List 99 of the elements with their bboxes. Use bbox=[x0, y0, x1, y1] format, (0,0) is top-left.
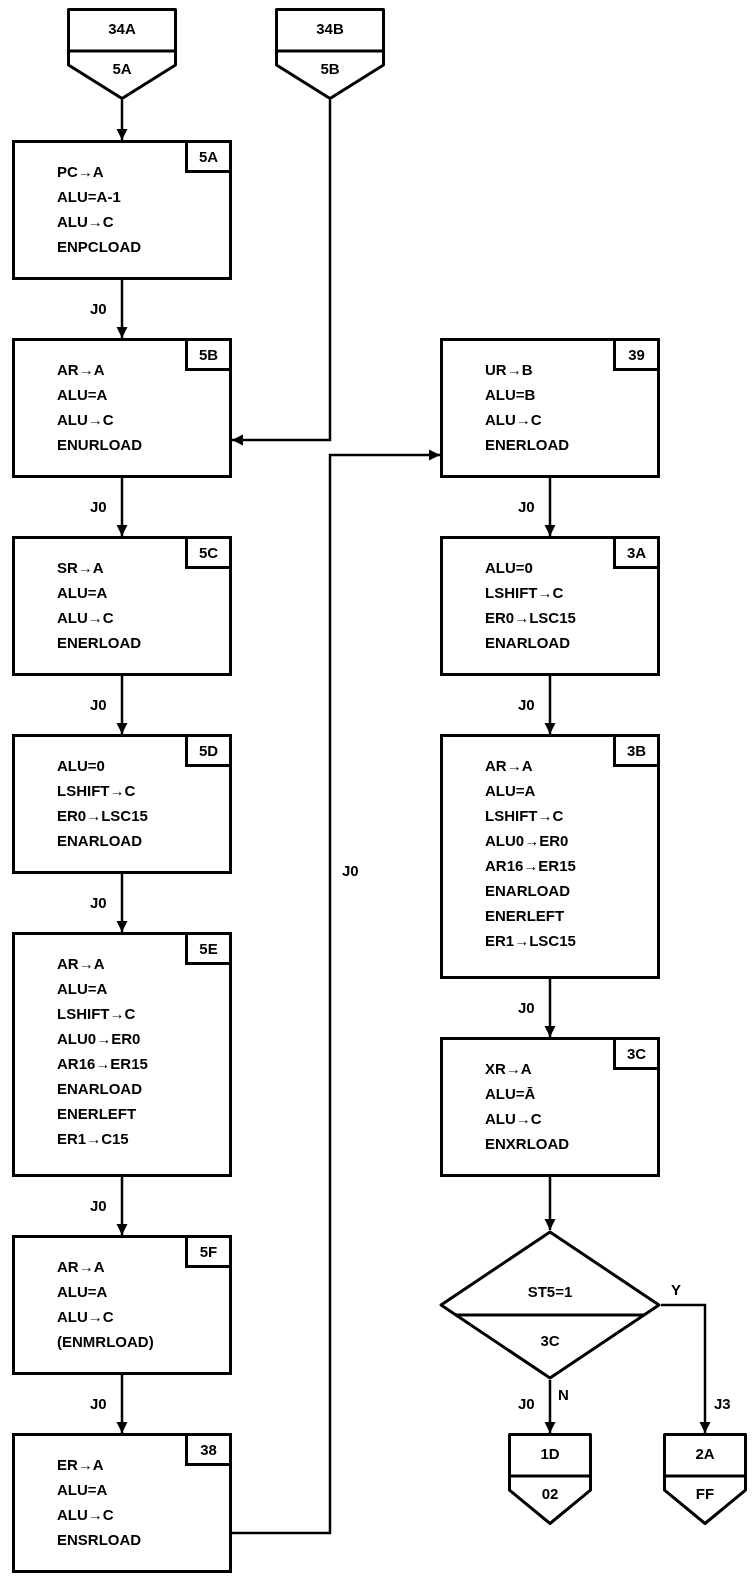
step-number: 3C bbox=[613, 1040, 657, 1070]
instruction-text: ALU=A-1 bbox=[57, 188, 121, 206]
instruction-text: ER0→LSC15 bbox=[57, 807, 148, 825]
entry-reference: 5B bbox=[320, 60, 340, 78]
instruction-text: ALU=0 bbox=[57, 757, 105, 775]
instruction-text: UR→B bbox=[485, 361, 533, 379]
instruction-text: LSHIFT→C bbox=[485, 584, 564, 602]
process-box bbox=[12, 1235, 232, 1375]
instruction-text: LSHIFT→C bbox=[57, 782, 136, 800]
step-number: 5F bbox=[185, 1238, 229, 1268]
instruction-text: ER1→C15 bbox=[57, 1130, 129, 1148]
arrow bbox=[232, 100, 332, 446]
instruction-text: ER→A bbox=[57, 1456, 104, 1474]
instruction-text: ALU=A bbox=[485, 782, 536, 800]
page-reference: 1D bbox=[540, 1445, 560, 1463]
arrow bbox=[544, 1177, 556, 1230]
arrow bbox=[544, 676, 556, 734]
step-number: 3A bbox=[613, 539, 657, 569]
page-reference: 34B bbox=[316, 20, 344, 38]
instruction-text: ALU→C bbox=[485, 1110, 542, 1128]
instruction-text: PC→A bbox=[57, 163, 104, 181]
process-box bbox=[440, 536, 660, 676]
instruction-text: ER0→LSC15 bbox=[485, 609, 576, 627]
step-number: 38 bbox=[185, 1436, 229, 1466]
process-box bbox=[12, 734, 232, 874]
arrow bbox=[116, 1375, 128, 1433]
arrow bbox=[661, 1303, 711, 1433]
instruction-text: (ENMRLOAD) bbox=[57, 1333, 154, 1351]
arrow bbox=[116, 874, 128, 932]
arrow bbox=[116, 100, 128, 140]
step-number: 5A bbox=[185, 143, 229, 173]
instruction-text: ENERLOAD bbox=[57, 634, 142, 652]
instruction-text: ENSRLOAD bbox=[57, 1531, 142, 1549]
step-number: 3C bbox=[540, 1332, 560, 1350]
instruction-text: ER1→LSC15 bbox=[485, 932, 576, 950]
instruction-text: ALU=A bbox=[57, 1481, 108, 1499]
step-number: 3B bbox=[613, 737, 657, 767]
instruction-text: XR→A bbox=[485, 1060, 532, 1078]
instruction-text: AR→A bbox=[57, 1258, 105, 1276]
condition-text: ST5=1 bbox=[527, 1283, 573, 1301]
step-number: 39 bbox=[613, 341, 657, 371]
process-box bbox=[12, 932, 232, 1177]
step-number: 5E bbox=[185, 935, 229, 965]
instruction-text: ALU0→ER0 bbox=[57, 1030, 141, 1048]
arrow bbox=[232, 449, 440, 1535]
instruction-text: SR→A bbox=[57, 559, 104, 577]
process-box bbox=[12, 536, 232, 676]
instruction-text: ALU→C bbox=[485, 411, 542, 429]
instruction-text: AR16→ER15 bbox=[485, 857, 576, 875]
page-reference: 2A bbox=[695, 1445, 715, 1463]
page-reference: 34A bbox=[108, 20, 136, 38]
instruction-text: ALU=A bbox=[57, 386, 108, 404]
instruction-text: ENARLOAD bbox=[485, 634, 570, 652]
instruction-text: ALU=A bbox=[57, 584, 108, 602]
instruction-text: AR→A bbox=[485, 757, 533, 775]
instruction-text: ALU→C bbox=[57, 609, 114, 627]
entry-reference: 02 bbox=[541, 1485, 559, 1503]
instruction-text: ALU=Ā bbox=[485, 1085, 536, 1103]
instruction-text: ENARLOAD bbox=[485, 882, 570, 900]
arrow bbox=[116, 1177, 128, 1235]
instruction-text: LSHIFT→C bbox=[57, 1005, 136, 1023]
instruction-text: ENERLEFT bbox=[485, 907, 565, 925]
instruction-text: AR→A bbox=[57, 955, 105, 973]
step-number: 5C bbox=[185, 539, 229, 569]
instruction-text: ALU0→ER0 bbox=[485, 832, 569, 850]
instruction-text: ENURLOAD bbox=[57, 436, 142, 454]
entry-reference: FF bbox=[695, 1485, 715, 1503]
instruction-text: ALU→C bbox=[57, 411, 114, 429]
instruction-text: LSHIFT→C bbox=[485, 807, 564, 825]
arrow bbox=[544, 478, 556, 536]
instruction-text: ALU→C bbox=[57, 1506, 114, 1524]
process-box bbox=[12, 338, 232, 478]
process-box bbox=[440, 338, 660, 478]
instruction-text: ENERLOAD bbox=[485, 436, 570, 454]
instruction-text: ALU=B bbox=[485, 386, 536, 404]
instruction-text: ENPCLOAD bbox=[57, 238, 142, 256]
instruction-text: ENERLEFT bbox=[57, 1105, 137, 1123]
instruction-text: ENARLOAD bbox=[57, 1080, 142, 1098]
instruction-text: ALU=A bbox=[57, 980, 108, 998]
instruction-text: AR→A bbox=[57, 361, 105, 379]
arrow bbox=[544, 979, 556, 1037]
instruction-text: ALU→C bbox=[57, 1308, 114, 1326]
instruction-text: ENARLOAD bbox=[57, 832, 142, 850]
instruction-text: ALU=0 bbox=[485, 559, 533, 577]
process-box bbox=[12, 1433, 232, 1573]
entry-reference: 5A bbox=[112, 60, 132, 78]
process-box bbox=[440, 734, 660, 979]
arrow bbox=[544, 1380, 556, 1433]
arrow bbox=[116, 280, 128, 338]
process-box bbox=[12, 140, 232, 280]
step-number: 5D bbox=[185, 737, 229, 767]
instruction-text: ALU=A bbox=[57, 1283, 108, 1301]
instruction-text: ALU→C bbox=[57, 213, 114, 231]
arrow bbox=[116, 478, 128, 536]
process-box bbox=[440, 1037, 660, 1177]
instruction-text: ENXRLOAD bbox=[485, 1135, 570, 1153]
instruction-text: AR16→ER15 bbox=[57, 1055, 148, 1073]
step-number: 5B bbox=[185, 341, 229, 371]
arrow bbox=[116, 676, 128, 734]
